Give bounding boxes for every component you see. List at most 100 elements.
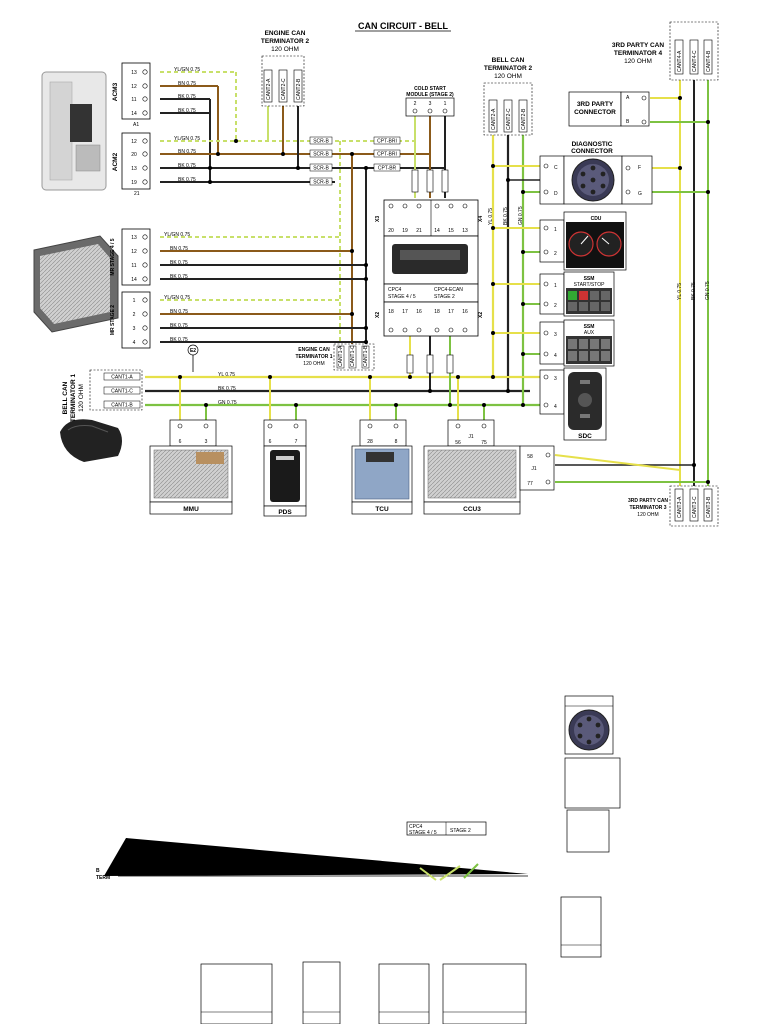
svg-text:TERM: TERM (96, 875, 110, 881)
diagnostic-connector: DIAGNOSTIC CONNECTOR C D F G (539, 141, 653, 205)
svg-text:YL/GN 0.75: YL/GN 0.75 (174, 67, 200, 73)
svg-text:12: 12 (131, 249, 137, 255)
svg-text:YL/GN 0.75: YL/GN 0.75 (174, 136, 200, 142)
svg-text:CANT3-B: CANT3-B (706, 496, 712, 518)
svg-text:TERMINATOR 1: TERMINATOR 1 (70, 374, 77, 423)
svg-text:3RD PARTY: 3RD PARTY (577, 101, 614, 108)
svg-text:CANT1-B: CANT1-B (111, 403, 133, 409)
svg-text:CONNECTOR: CONNECTOR (574, 109, 616, 116)
svg-text:ENGINE CAN: ENGINE CAN (265, 30, 306, 37)
svg-text:11: 11 (131, 263, 136, 269)
svg-text:BK 0.75: BK 0.75 (178, 108, 196, 114)
svg-text:BELL CAN: BELL CAN (492, 57, 525, 64)
svg-text:STAGE 4 / 5: STAGE 4 / 5 (388, 294, 416, 300)
svg-text:CDU: CDU (591, 216, 602, 222)
ssm-aux: SSM AUX 3 4 (539, 319, 615, 367)
svg-text:CANT2-B: CANT2-B (521, 108, 527, 130)
svg-text:SCR-B: SCR-B (313, 180, 329, 186)
svg-text:C: C (554, 165, 558, 171)
svg-text:CANT4-A: CANT4-A (677, 50, 683, 72)
svg-text:BK 0.75: BK 0.75 (170, 323, 188, 329)
ccu3-module: J1 56 75 CCU3 J1 58 77 (423, 419, 555, 515)
third-party-terminator-3: CANT3-A CANT3-C CANT3-B 3RD PARTY CAN TE… (628, 485, 719, 527)
mr2-label: MR STAGE 2 (110, 305, 116, 335)
svg-text:BK 0.75: BK 0.75 (170, 274, 188, 280)
svg-text:SSM: SSM (584, 324, 595, 330)
svg-text:4: 4 (133, 340, 136, 346)
svg-text:21: 21 (416, 228, 422, 234)
bell-can-terminator-1: BELL CAN TERMINATOR 1 120 OHM CANT1-A CA… (62, 369, 143, 423)
cpc4-module: X3 X4 X2 X2 20 19 21 14 15 13 CPC4 STAGE… (375, 199, 484, 374)
ssm-start-stop: SSM START/STOP 1 2 (539, 271, 615, 317)
svg-text:ENGINE CAN: ENGINE CAN (298, 347, 330, 353)
third-party-connector: 3RD PARTY CONNECTOR A B (568, 91, 650, 127)
svg-text:12: 12 (131, 84, 137, 90)
diagram-title: CAN CIRCUIT - BELL (358, 21, 448, 31)
svg-text:E2: E2 (190, 348, 196, 354)
svg-text:CANT2-B: CANT2-B (296, 78, 302, 100)
svg-text:G: G (638, 191, 642, 197)
svg-text:YL/GN 0.75: YL/GN 0.75 (164, 295, 190, 301)
engine-can-terminator-2: ENGINE CAN TERMINATOR 2 120 OHM CANT2-A … (261, 30, 309, 107)
svg-text:CCU3: CCU3 (463, 506, 481, 513)
svg-text:13: 13 (131, 70, 137, 76)
svg-text:8: 8 (395, 439, 398, 445)
cdu-display: CDU 1 2 (539, 211, 627, 271)
svg-text:MODULE (STAGE 2): MODULE (STAGE 2) (406, 92, 454, 98)
acm-module-photo (41, 71, 107, 191)
svg-text:BK 0.75: BK 0.75 (503, 207, 509, 225)
svg-text:2: 2 (554, 251, 557, 257)
svg-text:120 OHM: 120 OHM (78, 384, 85, 412)
svg-text:BELL CAN: BELL CAN (62, 381, 69, 414)
svg-text:CANT4-B: CANT4-B (706, 50, 712, 72)
svg-text:X3: X3 (375, 216, 381, 222)
svg-text:4: 4 (554, 404, 557, 410)
svg-text:YL 0.75: YL 0.75 (488, 208, 494, 225)
svg-text:B: B (96, 868, 100, 874)
svg-text:14: 14 (131, 277, 137, 283)
svg-text:13: 13 (462, 228, 468, 234)
svg-text:AUX: AUX (584, 330, 595, 336)
svg-text:6: 6 (179, 439, 182, 445)
svg-text:CPT-BRI: CPT-BRI (377, 152, 397, 158)
wiring (145, 46, 709, 490)
lower-partial-render: CPC4 STAGE 4 / 5 STAGE 2 B TERM (96, 695, 621, 1024)
svg-text:DIAGNOSTIC: DIAGNOSTIC (572, 141, 613, 148)
svg-text:BK 0.75: BK 0.75 (178, 177, 196, 183)
svg-text:58: 58 (527, 454, 533, 460)
svg-text:3: 3 (554, 376, 557, 382)
svg-text:CPC4: CPC4 (409, 824, 423, 830)
svg-text:19: 19 (402, 228, 408, 234)
svg-text:3: 3 (133, 326, 136, 332)
bus-wire-yl: YL 0.75 (218, 372, 235, 378)
svg-text:CANT1-A: CANT1-A (111, 375, 133, 381)
svg-text:12: 12 (131, 139, 137, 145)
svg-text:CANT2-C: CANT2-C (506, 108, 512, 130)
svg-text:TERMINATOR 3: TERMINATOR 3 (629, 505, 666, 511)
svg-text:1: 1 (554, 227, 557, 233)
svg-text:CONNECTOR: CONNECTOR (571, 148, 613, 155)
svg-text:3RD PARTY CAN: 3RD PARTY CAN (628, 498, 668, 504)
svg-text:BK 0.75: BK 0.75 (691, 282, 697, 300)
svg-text:56: 56 (455, 440, 461, 446)
svg-text:2: 2 (133, 312, 136, 318)
svg-text:X2: X2 (375, 312, 381, 318)
svg-text:GN 0.75: GN 0.75 (518, 206, 524, 225)
mr45-connector: MR STAGE 4 / 5 13 12 11 14 YL/GN 0.75 BN… (110, 228, 190, 286)
svg-text:3RD PARTY CAN: 3RD PARTY CAN (612, 42, 664, 49)
svg-text:CANT1-A: CANT1-A (338, 345, 344, 367)
svg-text:D: D (554, 191, 558, 197)
mmu-module: 6 3 MMU (149, 419, 233, 515)
svg-text:COLD START: COLD START (414, 86, 446, 92)
svg-text:18: 18 (434, 309, 440, 315)
svg-text:120 OHM: 120 OHM (303, 361, 324, 367)
svg-text:TCU: TCU (375, 506, 389, 513)
svg-text:14: 14 (434, 228, 440, 234)
svg-text:SSM: SSM (584, 276, 595, 282)
svg-text:16: 16 (462, 309, 468, 315)
svg-text:TERMINATOR 1: TERMINATOR 1 (295, 354, 332, 360)
svg-text:CANT2-A: CANT2-A (266, 78, 272, 100)
acm2-label: ACM2 (112, 152, 119, 171)
svg-text:4: 4 (554, 353, 557, 359)
